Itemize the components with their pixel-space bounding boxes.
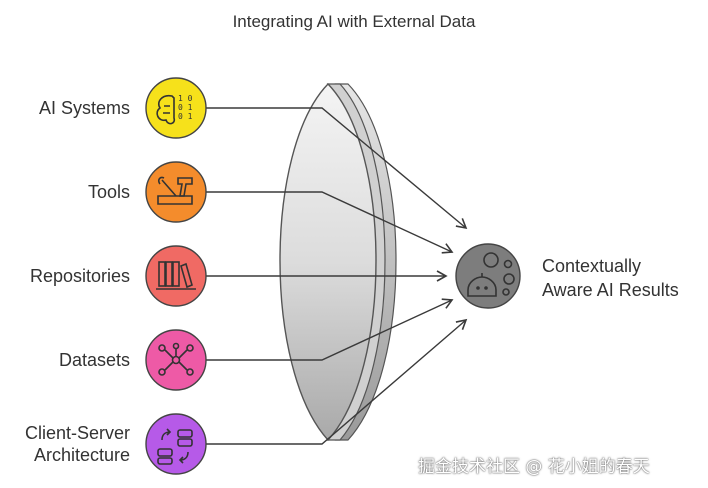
svg-text:1 0: 1 0 <box>178 94 193 103</box>
input-label-datasets: Datasets <box>58 350 130 370</box>
connector-lines <box>206 107 468 445</box>
output-node <box>455 243 521 309</box>
tools-icon <box>157 176 193 205</box>
input-label-ai-systems: AI Systems <box>38 98 130 118</box>
output-label: Contextually Aware AI Results <box>542 254 679 302</box>
input-node-ai-systems: 1 0 0 1 0 1 <box>145 77 207 139</box>
network-nodes-icon <box>158 342 194 376</box>
lens-icon <box>279 82 397 442</box>
connector-client-server <box>206 318 468 445</box>
input-node-tools <box>145 161 207 223</box>
output-label-line1: Contextually <box>542 256 642 276</box>
connector-datasets <box>206 298 454 361</box>
input-label-client-server-line2: Architecture <box>33 445 130 465</box>
input-label-client-server: Client-Server Architecture <box>25 422 130 466</box>
connector-tools <box>206 191 454 254</box>
svg-text:0 1: 0 1 <box>178 103 193 112</box>
input-node-client-server <box>145 413 207 475</box>
input-label-client-server-line1: Client-Server <box>24 423 130 443</box>
input-node-datasets <box>145 329 207 391</box>
svg-text:0 1: 0 1 <box>178 112 193 121</box>
diagram-title: Integrating AI with External Data <box>232 12 476 31</box>
connector-ai-systems <box>206 107 468 230</box>
books-icon <box>156 261 196 290</box>
input-label-repositories: Repositories <box>29 266 130 286</box>
output-label-line2: Aware AI Results <box>542 280 679 300</box>
input-label-tools: Tools <box>87 182 130 202</box>
watermark: 掘金技术社区 @ 花小姐的春天 <box>418 457 650 477</box>
brain-binary-icon: 1 0 0 1 0 1 <box>156 94 193 125</box>
input-node-repositories <box>145 245 207 307</box>
server-sync-icon <box>157 428 193 465</box>
ai-bot-bubbles-icon <box>467 252 515 297</box>
